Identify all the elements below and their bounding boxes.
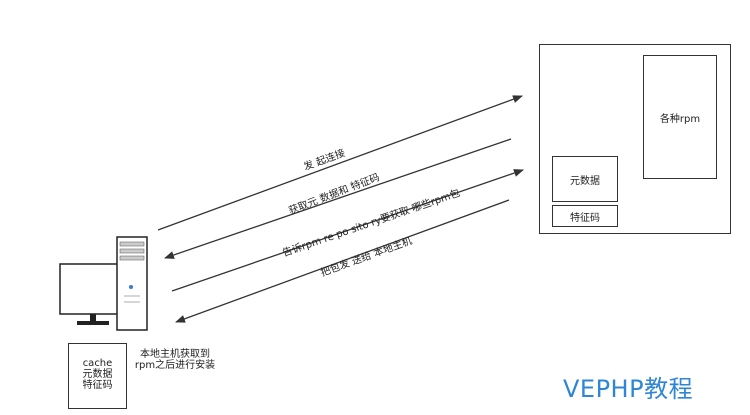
rpm-packages-label: 各种rpm — [659, 113, 701, 125]
local-cache-box: cache 元数据 特征码 — [68, 343, 127, 409]
cache-line: cache — [82, 358, 113, 369]
cache-line: 特征码 — [82, 380, 113, 391]
cache-line: 元数据 — [82, 369, 113, 380]
install-note: 本地主机获取到rpm之后进行安装 — [134, 349, 216, 371]
fingerprint-label: 特征码 — [570, 212, 600, 224]
metadata-box: 元数据 — [552, 156, 618, 202]
brand-watermark: VEPHP教程 — [563, 375, 694, 403]
arrow-connect — [157, 95, 523, 231]
arrow-get-metadata — [164, 138, 512, 259]
rpm-packages-box: 各种rpm — [643, 55, 717, 179]
computer-tower-icon — [116, 236, 148, 331]
monitor-icon — [59, 263, 127, 325]
arrow-send-package — [175, 199, 510, 323]
arrow-tell-repository — [171, 169, 524, 292]
fingerprint-box: 特征码 — [552, 205, 618, 227]
metadata-label: 元数据 — [570, 175, 600, 187]
